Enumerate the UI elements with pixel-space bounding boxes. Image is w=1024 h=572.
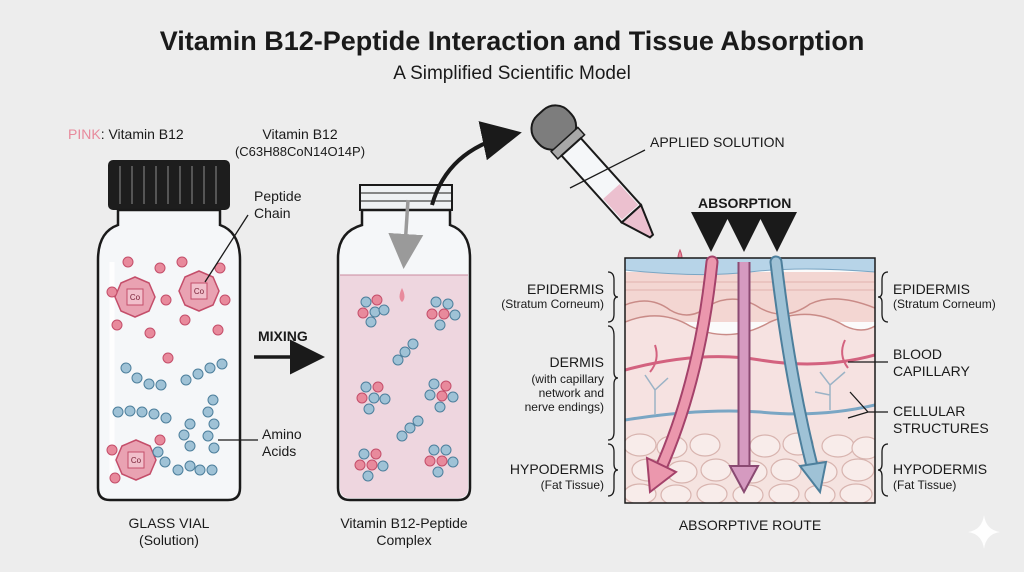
legend-pink-word: PINK	[68, 126, 101, 142]
glass-vial-sublabel: (Solution)	[139, 532, 199, 548]
hypodermis-left-label: HYPODERMIS	[509, 461, 604, 477]
transfer-arrow	[430, 121, 522, 206]
epidermis-right-sublabel: (Stratum Corneum)	[893, 297, 996, 311]
legend-pink-text: : Vitamin B12	[100, 126, 184, 142]
applied-solution-label: APPLIED SOLUTION	[650, 134, 785, 150]
page-subtitle: A Simplified Scientific Model	[393, 63, 631, 84]
dermis-left-label: DERMIS	[549, 354, 604, 370]
blood-capillary-label: BLOOD CAPILLARY	[893, 346, 970, 379]
b12-molecule: Co	[178, 270, 220, 312]
absorption-arrows	[691, 212, 797, 252]
mixing-label: MIXING	[258, 328, 308, 344]
sparkle-icon	[968, 515, 1000, 549]
epidermis-left-sublabel: (Stratum Corneum)	[501, 297, 604, 311]
absorption-label: ABSORPTION	[698, 195, 792, 211]
cobalt-label: Co	[131, 456, 142, 465]
glass-vial-label: GLASS VIAL	[128, 515, 210, 531]
absorptive-route-label: ABSORPTIVE ROUTE	[678, 517, 822, 533]
hypodermis-right-label: HYPODERMIS	[893, 461, 988, 477]
complex-label: Vitamin B12-Peptide Complex	[340, 515, 468, 548]
hypodermis-right-sublabel: (Fat Tissue)	[893, 478, 957, 492]
complex-clusters-vial-2	[354, 294, 461, 482]
layer-brackets	[607, 271, 889, 497]
dermis-left-sublabel: (with capillary network and nerve ending…	[524, 372, 604, 414]
amino-acids-label: Amino Acids	[262, 426, 302, 459]
formula-text: (C63H88CoN14O14P)	[234, 144, 366, 159]
legend-pink: PINK: Vitamin B12	[68, 126, 184, 143]
hypodermis-left-sublabel: (Fat Tissue)	[540, 478, 604, 492]
epidermis-left-label: EPIDERMIS	[526, 281, 604, 297]
applied-callout-line	[569, 149, 646, 189]
b12-molecule: Co	[115, 439, 157, 481]
peptide-chain-label: Peptide Chain	[254, 188, 302, 221]
b12-molecule: Co	[114, 276, 156, 318]
cellular-structures-label: CELLULAR STRUCTURES	[893, 403, 989, 436]
amino-acid-chains-vial-1	[112, 358, 228, 476]
formula-name: Vitamin B12	[262, 126, 338, 142]
cobalt-label: Co	[130, 293, 141, 302]
right-callout-lines	[847, 361, 888, 419]
epidermis-right-label: EPIDERMIS	[893, 281, 971, 297]
absorption-routes	[645, 255, 828, 495]
b12-molecules-vial-1: Co Co Co	[106, 256, 231, 484]
callout-lines-vial-1	[204, 214, 258, 441]
page-title: Vitamin B12-Peptide Interaction and Tiss…	[159, 26, 865, 56]
pour-arrow	[388, 199, 424, 269]
dropper	[530, 104, 683, 264]
cobalt-label: Co	[194, 287, 205, 296]
